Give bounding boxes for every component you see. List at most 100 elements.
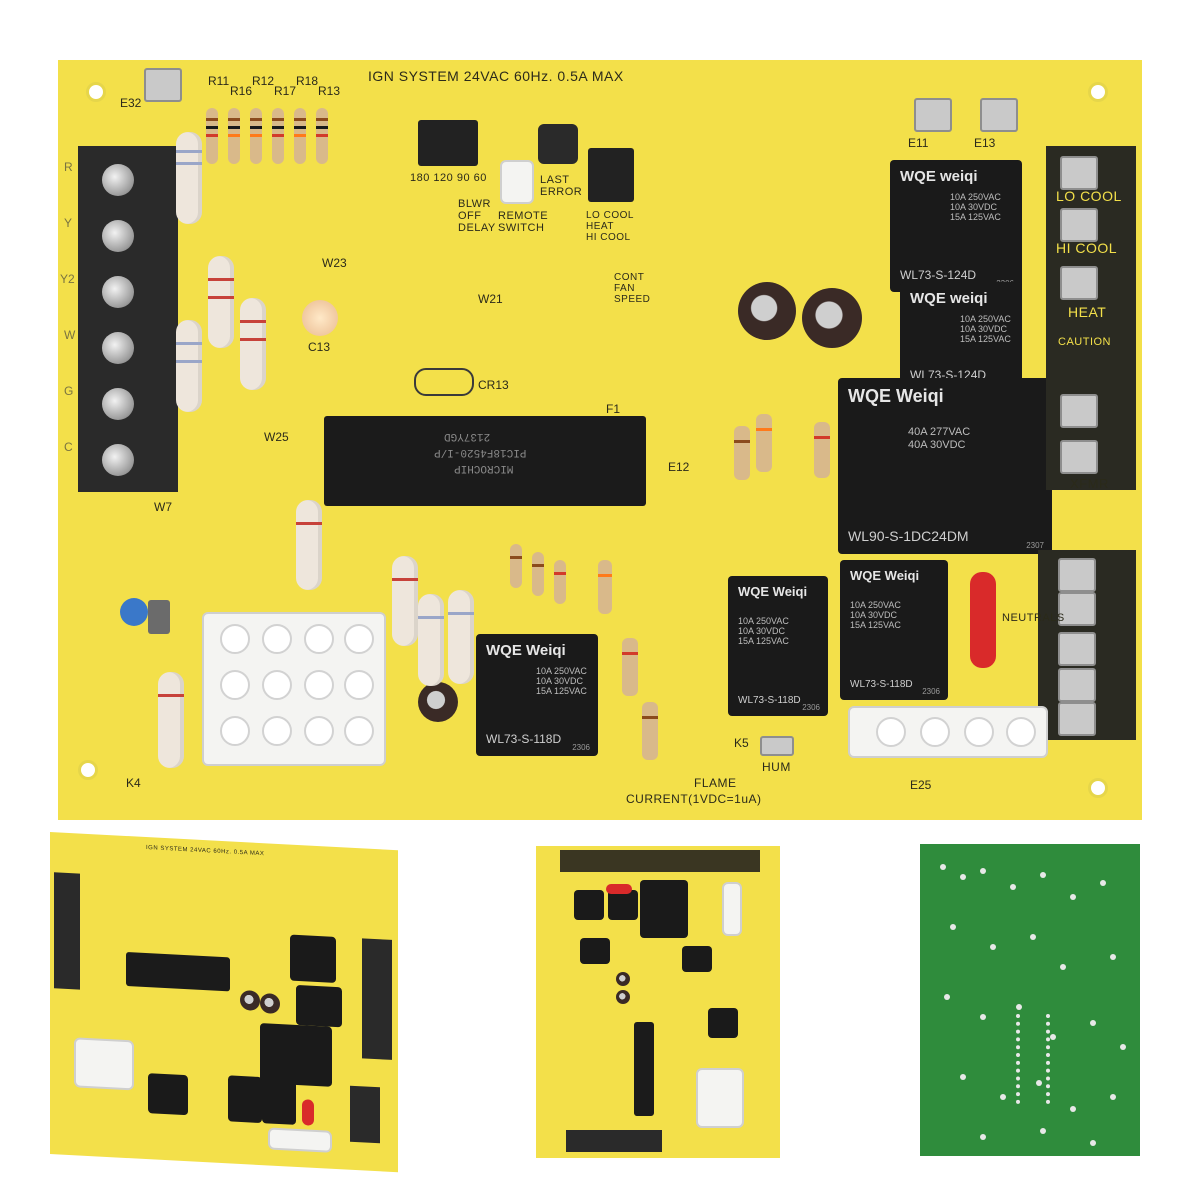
resistor: [294, 108, 306, 164]
thumb-capacitor: [616, 972, 630, 986]
designator-label: C13: [308, 340, 331, 354]
spade-terminal-hi-cool: [1060, 208, 1098, 242]
spade-terminal-e32: [144, 68, 182, 102]
lo-cool-label: LO COOL: [1056, 188, 1122, 204]
relay-k5: WQE Weiqi 10A 250VAC 10A 30VDC 15A 125VA…: [476, 634, 598, 756]
thumb-terminal-block: [566, 1130, 662, 1152]
neutrals-label: NEUTRALS: [1002, 612, 1065, 624]
remote-switch-label: REMOTE SWITCH: [498, 210, 549, 234]
designator-label: CR13: [478, 378, 509, 392]
spade-terminal-neutral: [1058, 702, 1096, 736]
spade-terminal-e11: [914, 98, 952, 132]
option-heat: HEAT: [586, 221, 614, 232]
thumb-right-terminals: [362, 938, 392, 1060]
relay-k4: WQE Weiqi 10A 250VAC 10A 30VDC 15A 125VA…: [728, 576, 828, 716]
electrolytic-capacitor: [738, 282, 796, 340]
crystal-oscillator: [414, 368, 474, 396]
designator-label: E13: [974, 136, 996, 150]
thumb-four-pin: [268, 1127, 332, 1153]
terminal-screw: [102, 388, 134, 420]
heat-label: HEAT: [1068, 304, 1107, 320]
designator-label: R16: [230, 84, 253, 98]
remote-switch-connector[interactable]: [500, 160, 534, 204]
resistor: [642, 702, 658, 760]
designator-label: E11: [908, 136, 929, 150]
microcontroller-chip: 2137YGD PIC18F4520-I/P MICROCHIP: [324, 416, 646, 506]
power-resistor: [392, 556, 418, 646]
thumb-relay: [580, 938, 610, 964]
spade-terminal-xfmr-2: [1060, 440, 1098, 474]
power-resistor: [176, 320, 202, 412]
delay-60: 60: [473, 172, 487, 184]
hi-cool-label: HI COOL: [1056, 240, 1118, 256]
spade-terminal-hum: [760, 736, 794, 756]
thumb-twelve-pin: [696, 1068, 744, 1128]
designator-label: F1: [606, 402, 621, 416]
thermostat-terminal-block: [78, 146, 178, 492]
relay-lo-cool: WQE weiqi 10A 250VAC 10A 30VDC 15A 125VA…: [890, 160, 1022, 292]
thumb-relay: [262, 1077, 296, 1125]
thumb-twelve-pin: [74, 1037, 134, 1091]
board-header-text: IGN SYSTEM 24VAC 60Hz. 0.5A MAX: [368, 68, 624, 84]
hum-label: HUM: [762, 760, 791, 774]
delay-values: 180 120 90 60: [410, 172, 487, 184]
designator-label: W25: [264, 430, 289, 444]
thumb-red-choke: [606, 884, 632, 894]
resistor: [598, 560, 612, 614]
xfmr-label: XFMR: [1070, 476, 1109, 491]
thumb-relay-large: [640, 880, 688, 938]
relay-hi-cool: WQE weiqi 10A 250VAC 10A 30VDC 15A 125VA…: [900, 282, 1022, 392]
thumbnail-angled-view[interactable]: IGN SYSTEM 24VAC 60Hz. 0.5A MAX: [50, 832, 398, 1173]
mounting-hole: [78, 760, 98, 780]
spade-terminal-lo-cool: [1060, 156, 1098, 190]
thumb-relay: [608, 890, 638, 920]
power-resistor: [208, 256, 234, 348]
designator-label: R18: [296, 74, 319, 88]
blower-off-delay-jumper[interactable]: [418, 120, 478, 166]
four-pin-connector: [848, 706, 1048, 758]
mcu-brand: MICROCHIP: [454, 462, 514, 474]
last-error-label: LAST ERROR: [540, 174, 583, 198]
last-error-button[interactable]: [538, 124, 578, 164]
terminal-screw: [102, 444, 134, 476]
blower-off-delay-label: BLWR OFF DELAY: [458, 198, 496, 234]
power-resistor: [240, 298, 266, 390]
spade-terminal-heat: [1060, 266, 1098, 300]
thumbnail-rotated-view[interactable]: [536, 846, 780, 1158]
resistor: [510, 544, 522, 588]
terminal-label: W: [64, 328, 76, 342]
thumb-mcu: [634, 1022, 654, 1116]
resistor: [272, 108, 284, 164]
option-hi-cool: HI COOL: [586, 232, 631, 243]
thumb-mcu-pads: [1016, 1014, 1050, 1104]
spade-terminal-e18: [1058, 592, 1096, 626]
thumb-relay: [290, 934, 336, 983]
designator-label: E32: [120, 96, 142, 110]
resistor: [622, 638, 638, 696]
power-resistor: [158, 672, 184, 768]
thumb-relay: [296, 984, 342, 1028]
designator-label: R12: [252, 74, 275, 88]
twelve-pin-connector: [202, 612, 386, 766]
power-resistor: [296, 500, 322, 590]
thumb-relay: [682, 946, 712, 972]
delay-120: 120: [433, 172, 454, 184]
resistor: [250, 108, 262, 164]
resistor: [814, 422, 830, 478]
thumb-relay: [574, 890, 604, 920]
resistor: [316, 108, 328, 164]
thumb-capacitor: [616, 990, 630, 1004]
red-choke: [970, 572, 996, 668]
designator-label: R17: [274, 84, 297, 98]
mounting-hole: [1088, 82, 1108, 102]
spade-terminal-xfmr-1: [1060, 394, 1098, 428]
thumbnail-solder-side[interactable]: [920, 844, 1140, 1156]
thumb-header-text: IGN SYSTEM 24VAC 60Hz. 0.5A MAX: [146, 845, 265, 858]
terminal-label: R: [64, 160, 73, 174]
fan-speed-jumper[interactable]: [588, 148, 634, 202]
thumb-capacitor: [260, 993, 280, 1015]
electrolytic-capacitor: [418, 682, 458, 722]
mcu-part-number: PIC18F4520-I/P: [434, 446, 527, 458]
designator-label: E12: [668, 460, 690, 474]
power-resistor: [176, 132, 202, 224]
